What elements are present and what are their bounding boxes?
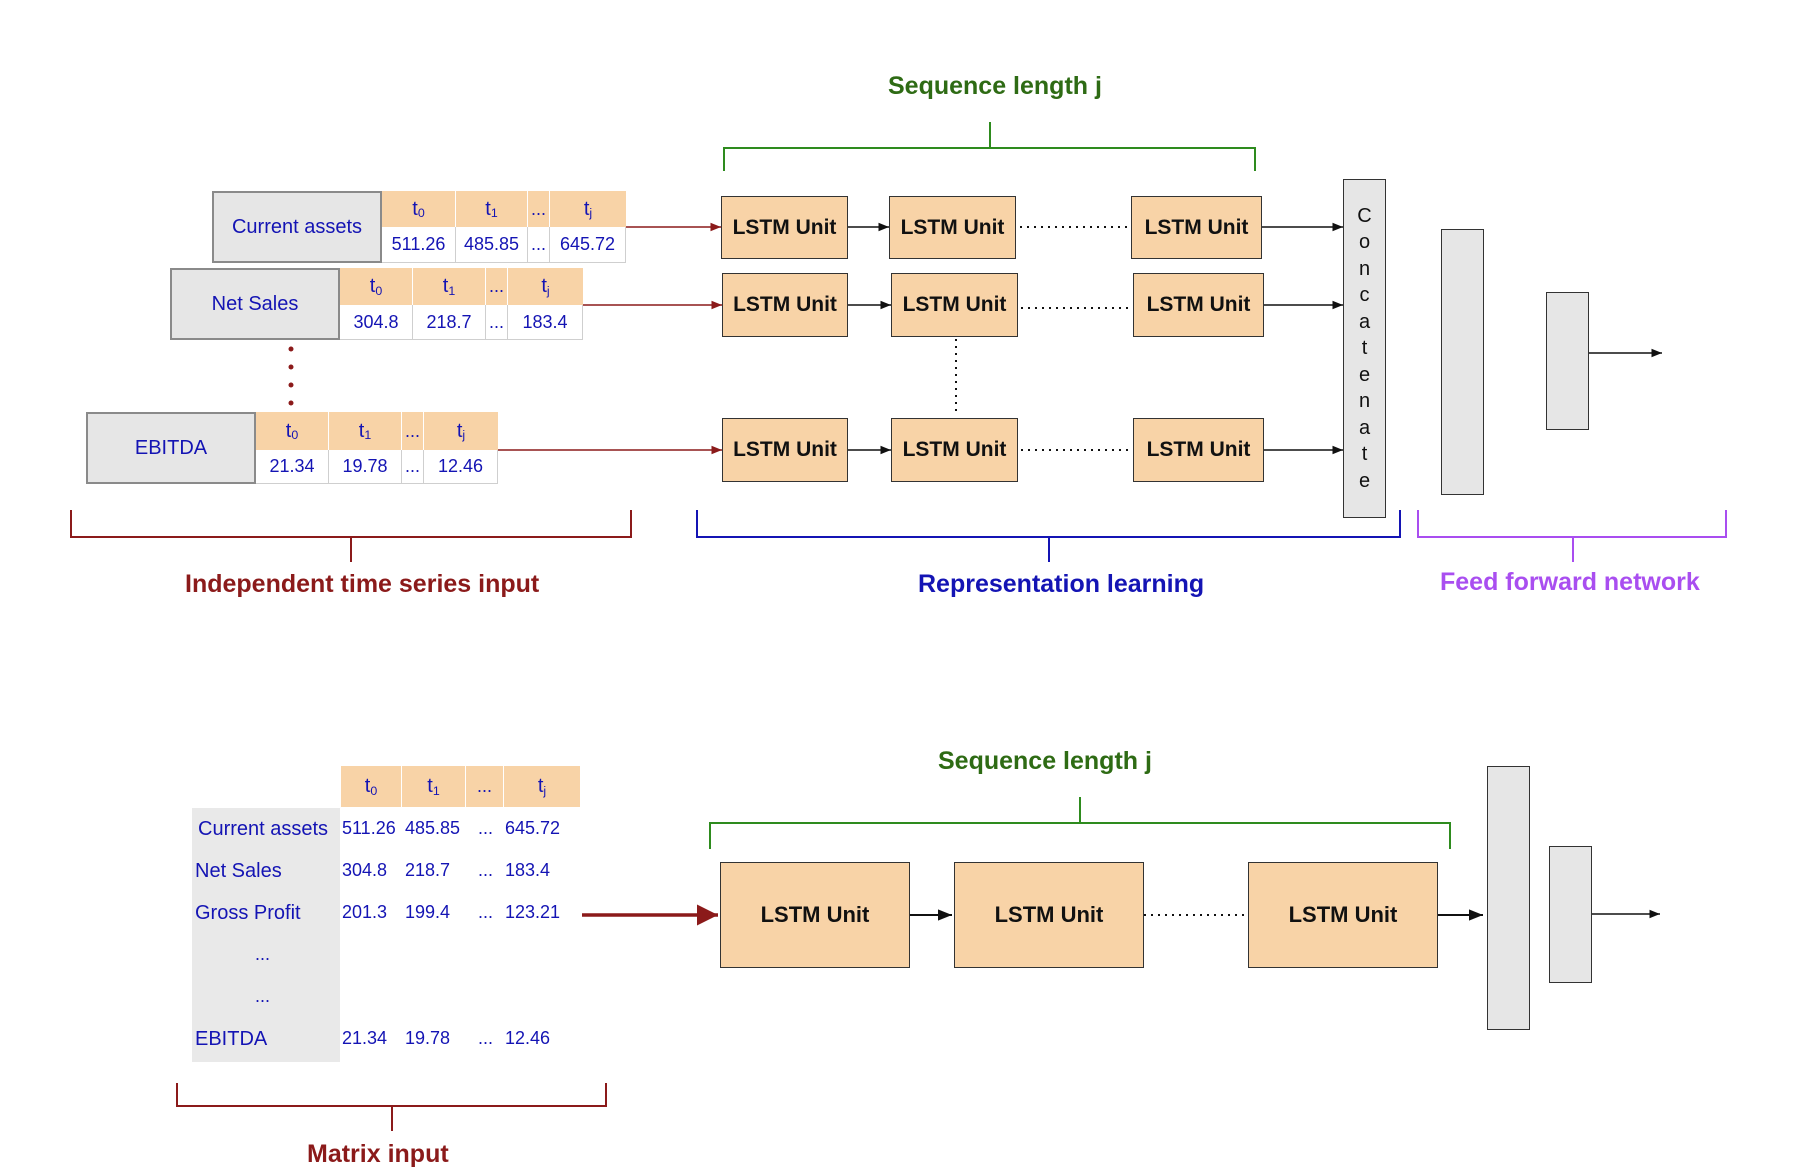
ellipsis-dot (288, 382, 294, 388)
matrix-value: ... (478, 902, 494, 922)
feedforward-layer (1441, 229, 1484, 495)
matrix-bracket (176, 1083, 607, 1131)
matrix-value: 201.3 (342, 902, 388, 922)
matrix-value: 12.46 (505, 1028, 551, 1048)
ellipsis-dot (288, 400, 294, 406)
value-cell: 19.78 (329, 450, 402, 484)
concatenate-letter: t (1361, 337, 1368, 360)
matrix-value: 183.4 (505, 860, 551, 880)
input-name-ebitda: EBITDA (86, 412, 256, 484)
matrix-value: 21.34 (342, 1028, 388, 1048)
feedforward-layer (1546, 292, 1589, 430)
matrix-row-name: Current assets (198, 818, 329, 840)
ellipsis-dot (288, 364, 294, 370)
value-cell: ... (402, 450, 424, 484)
matrix-value: 485.85 (405, 818, 461, 838)
lstm-unit: LSTM Unit (891, 273, 1018, 337)
value-cell: 218.7 (413, 305, 486, 340)
feedforward-section-label: Feed forward network (1440, 568, 1700, 596)
matrix-value: 645.72 (505, 818, 561, 838)
ellipsis-dot (288, 346, 294, 352)
matrix-header-cell: ... (466, 766, 504, 807)
value-cell: 12.46 (424, 450, 498, 484)
matrix-row-name: ... (255, 944, 271, 964)
matrix-row-name: EBITDA (195, 1028, 268, 1050)
input-bracket (70, 510, 632, 562)
top-sequence-bracket (723, 122, 1256, 171)
concatenate-letter: C (1357, 204, 1372, 227)
matrix-row-name: Net Sales (195, 860, 282, 882)
lstm-unit: LSTM Unit (891, 418, 1018, 482)
lstm-unit: LSTM Unit (1133, 273, 1264, 337)
concatenate-letter: c (1359, 284, 1370, 307)
matrix-row-name: Gross Profit (195, 902, 301, 924)
matrix-value: 123.21 (505, 902, 561, 922)
feedforward-layer (1549, 846, 1592, 983)
concatenate-letter: e (1358, 469, 1371, 492)
concatenate-block: C o n c a t e n a t e (1343, 179, 1386, 518)
value-cell: 645.72 (550, 227, 626, 263)
matrix-value: 304.8 (342, 860, 388, 880)
lstm-unit: LSTM Unit (721, 196, 848, 259)
value-cell: 511.26 (382, 227, 456, 263)
value-cell: ... (528, 227, 550, 263)
matrix-value: ... (478, 1028, 494, 1048)
matrix-name-column (192, 808, 340, 1062)
value-cell: 485.85 (456, 227, 528, 263)
concatenate-letter: n (1358, 390, 1371, 413)
value-cell: 183.4 (508, 305, 583, 340)
value-cell: 304.8 (340, 305, 413, 340)
input-name-current-assets: Current assets (212, 191, 382, 263)
matrix-row-name: ... (255, 986, 271, 1006)
value-cell: 21.34 (256, 450, 329, 484)
matrix-value: 19.78 (405, 1028, 451, 1048)
lstm-unit: LSTM Unit (889, 196, 1016, 259)
lstm-unit: LSTM Unit (720, 862, 910, 968)
matrix-value: 511.26 (342, 818, 396, 838)
lstm-unit: LSTM Unit (1133, 418, 1264, 482)
concatenate-letter: a (1358, 416, 1371, 439)
feedforward-bracket (1417, 510, 1727, 562)
representation-section-label: Representation learning (918, 570, 1205, 598)
matrix-section-label: Matrix input (307, 1140, 449, 1168)
input-name-net-sales: Net Sales (170, 268, 340, 340)
concatenate-letter: t (1361, 443, 1368, 466)
lstm-unit: LSTM Unit (1248, 862, 1438, 968)
top-sequence-label: Sequence length j (888, 72, 1102, 100)
lstm-unit: LSTM Unit (1131, 196, 1262, 259)
matrix-value: ... (478, 860, 494, 880)
matrix-value: ... (478, 818, 494, 838)
header-cell: ... (402, 412, 424, 450)
concatenate-letter: n (1358, 257, 1371, 280)
representation-bracket (696, 510, 1401, 562)
matrix-value: 199.4 (405, 902, 451, 922)
concatenate-letter: a (1358, 310, 1371, 333)
lstm-unit: LSTM Unit (954, 862, 1144, 968)
bottom-sequence-label: Sequence length j (938, 747, 1152, 775)
bottom-sequence-bracket (709, 797, 1451, 849)
concatenate-letter: e (1358, 363, 1371, 386)
concatenate-letter: o (1358, 231, 1371, 254)
input-section-label: Independent time series input (185, 570, 540, 598)
header-cell: ... (528, 191, 550, 227)
lstm-unit: LSTM Unit (722, 273, 848, 337)
header-cell: ... (486, 268, 508, 305)
feedforward-layer (1487, 766, 1530, 1030)
value-cell: ... (486, 305, 508, 340)
lstm-unit: LSTM Unit (722, 418, 848, 482)
matrix-value: 218.7 (405, 860, 451, 880)
